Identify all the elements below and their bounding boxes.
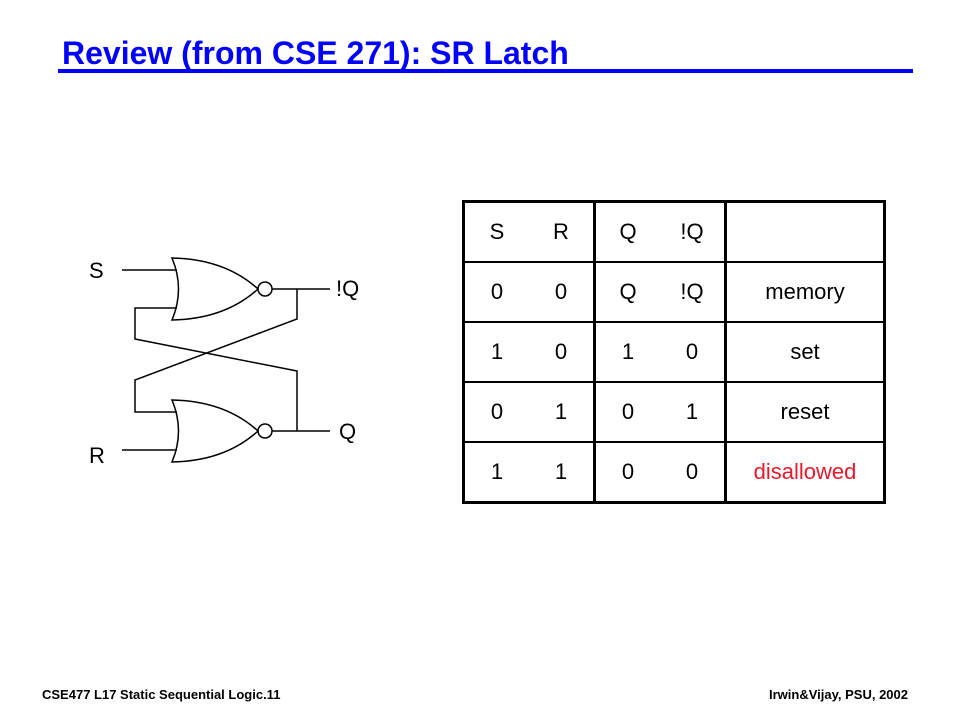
label-qbar: !Q <box>336 276 359 301</box>
table-cell: 1 <box>462 321 529 383</box>
header-cell-description <box>724 200 886 263</box>
footer-author-label: Irwin&Vijay, PSU, 2002 <box>769 687 908 702</box>
table-cell: Q <box>593 261 660 323</box>
wire-feedback-qbar <box>134 289 298 413</box>
footer-course-label: CSE477 L17 Static Sequential Logic.11 <box>42 687 281 702</box>
table-row: 1 1 0 0 disallowed <box>462 441 886 504</box>
label-s: S <box>89 258 104 283</box>
header-cell-q: Q <box>593 200 660 263</box>
table-cell-description: set <box>724 321 886 383</box>
inversion-bubble-top <box>257 281 273 297</box>
table-cell: 1 <box>529 381 595 443</box>
table-cell: 1 <box>462 441 529 504</box>
header-cell-qbar: !Q <box>660 200 726 263</box>
title-underline <box>58 69 913 73</box>
table-cell-description: memory <box>724 261 886 323</box>
nor-gate-bottom <box>170 399 260 463</box>
label-q: Q <box>339 419 356 444</box>
table-cell: 1 <box>660 381 726 443</box>
nor-gate-top <box>170 257 260 321</box>
table-cell: 0 <box>529 321 595 383</box>
table-cell-disallowed: disallowed <box>724 441 886 504</box>
header-cell-r: R <box>529 200 595 263</box>
table-row: 0 1 0 1 reset <box>462 381 886 443</box>
label-r: R <box>89 443 105 468</box>
slide-title: Review (from CSE 271): SR Latch <box>62 35 569 71</box>
table-row: 1 0 1 0 set <box>462 321 886 383</box>
table-cell: 0 <box>593 381 660 443</box>
truth-table: S R Q !Q 0 0 Q !Q memory 1 0 1 0 set 0 1… <box>462 200 886 504</box>
table-cell-description: reset <box>724 381 886 443</box>
table-cell: 0 <box>462 381 529 443</box>
inversion-bubble-bottom <box>257 423 273 439</box>
table-row: 0 0 Q !Q memory <box>462 261 886 323</box>
table-cell: 0 <box>660 321 726 383</box>
wire-feedback-q <box>134 307 298 431</box>
table-cell: 1 <box>593 321 660 383</box>
table-cell: 0 <box>660 441 726 504</box>
table-header-row: S R Q !Q <box>462 200 886 263</box>
header-cell-s: S <box>462 200 529 263</box>
table-cell: !Q <box>660 261 726 323</box>
table-cell: 0 <box>529 261 595 323</box>
table-cell: 0 <box>593 441 660 504</box>
table-cell: 1 <box>529 441 595 504</box>
table-cell: 0 <box>462 261 529 323</box>
